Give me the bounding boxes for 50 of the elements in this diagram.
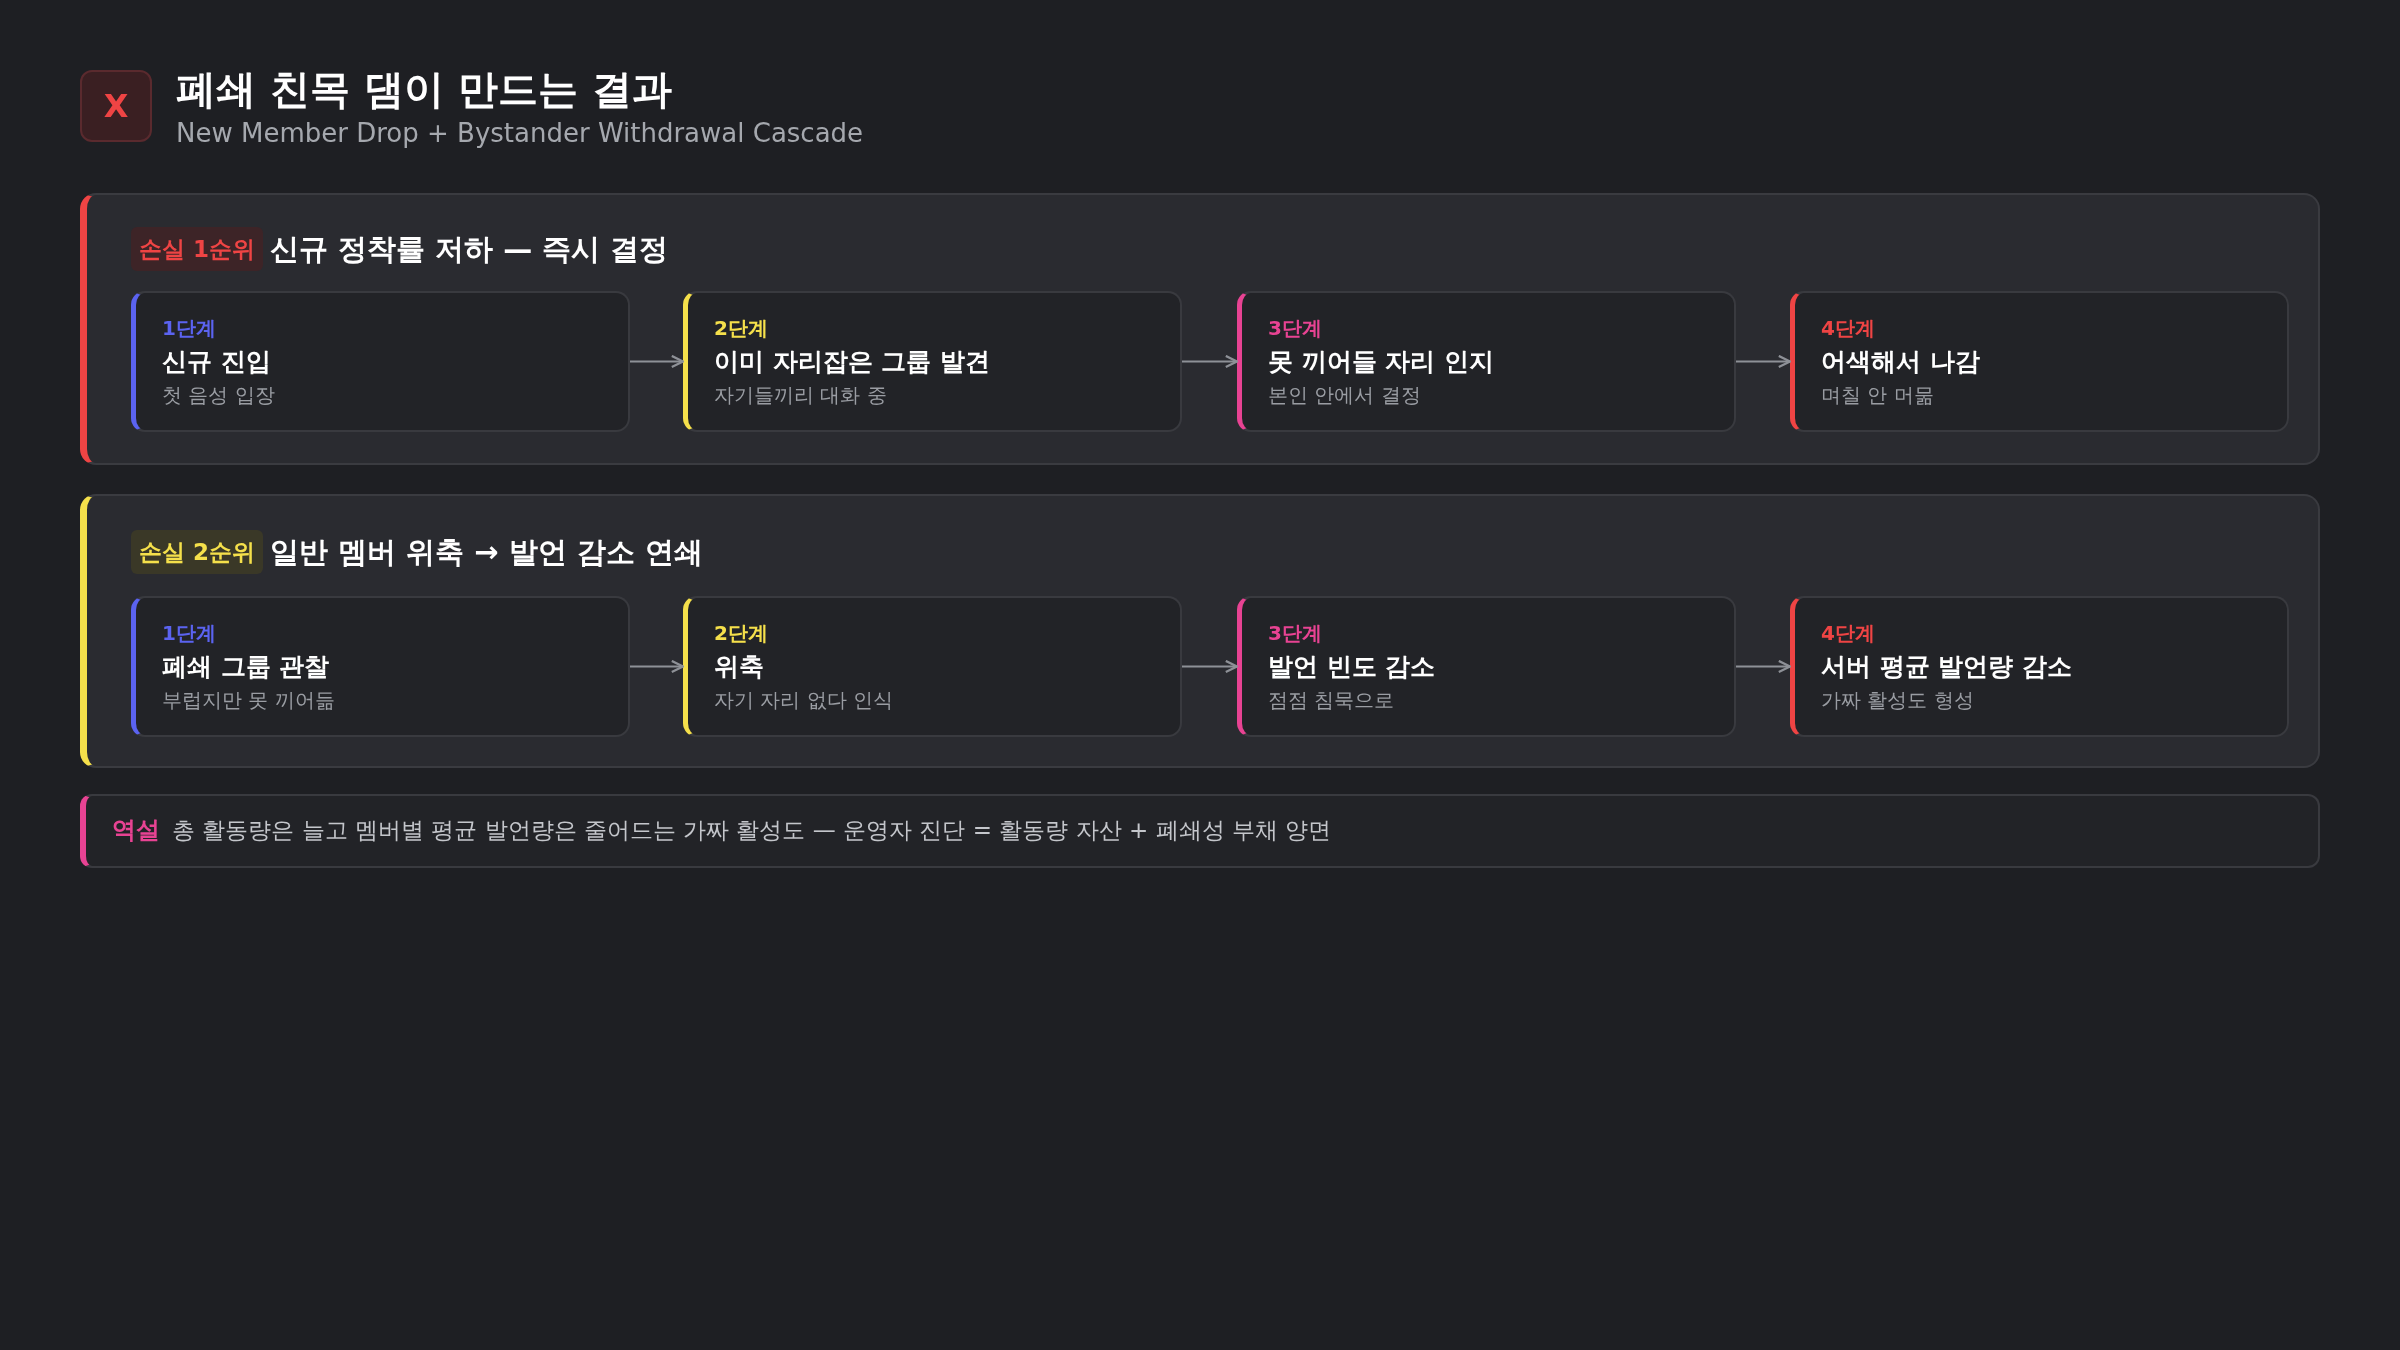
step-card	[1790, 291, 2289, 432]
step-description: 부럽지만 못 끼어듦	[162, 687, 335, 714]
subtitle: New Member Drop + Bystander Withdrawal Cascade	[176, 118, 864, 148]
step-number: 4단계	[1821, 620, 1875, 647]
step-card	[1237, 596, 1736, 737]
step-number: 3단계	[1268, 620, 1322, 647]
arrow	[1181, 354, 1239, 369]
section-panel	[80, 494, 2320, 768]
step-description: 점점 침묵으로	[1268, 687, 1395, 714]
step-title: 폐쇄 그룹 관찰	[162, 651, 330, 683]
step-number: 2단계	[714, 620, 768, 647]
section-heading: 일반 멤버 위축 → 발언 감소 연쇄	[270, 534, 703, 571]
step-card	[1790, 596, 2289, 737]
arrow	[629, 659, 685, 674]
step-description: 자기 자리 없다 인식	[714, 687, 894, 714]
step-card	[683, 596, 1182, 737]
step-number: 3단계	[1268, 315, 1322, 342]
step-number: 4단계	[1821, 315, 1875, 342]
step-description: 자기들끼리 대화 중	[714, 382, 887, 409]
step-card	[131, 596, 630, 737]
step-description: 가짜 활성도 형성	[1821, 687, 1974, 714]
title: 폐쇄 친목 댐이 만드는 결과	[176, 65, 672, 114]
priority-badge: 손실 1순위	[131, 227, 263, 271]
step-description: 며칠 안 머묾	[1821, 382, 1934, 409]
arrow	[1735, 354, 1792, 369]
priority-badge: 손실 2순위	[131, 530, 263, 574]
step-description: 첫 음성 입장	[162, 382, 275, 409]
step-description: 본인 안에서 결정	[1268, 382, 1421, 409]
step-title: 신규 진입	[162, 346, 271, 378]
step-title: 이미 자리잡은 그룹 발견	[714, 346, 991, 378]
step-number: 2단계	[714, 315, 768, 342]
step-card	[131, 291, 630, 432]
note-label: 역설	[112, 815, 160, 846]
section-panel	[80, 193, 2320, 465]
step-number: 1단계	[162, 315, 216, 342]
arrow	[629, 354, 685, 369]
arrow	[1181, 659, 1239, 674]
note-box	[80, 794, 2320, 868]
step-title: 위축	[714, 651, 764, 683]
step-card	[683, 291, 1182, 432]
note-text: 총 활동량은 늘고 멤버별 평균 발언량은 줄어드는 가짜 활성도 — 운영자 진단 = 활동량 자산 + 폐쇄성 부채 양면	[172, 816, 1332, 845]
step-card	[1237, 291, 1736, 432]
arrow	[1735, 659, 1792, 674]
section-heading: 신규 정착률 저하 — 즉시 결정	[270, 231, 669, 268]
step-title: 서버 평균 발언량 감소	[1821, 651, 2073, 683]
step-number: 1단계	[162, 620, 216, 647]
step-title: 발언 빈도 감소	[1268, 651, 1436, 683]
step-title: 못 끼어들 자리 인지	[1268, 346, 1495, 378]
step-title: 어색해서 나감	[1821, 346, 1980, 378]
icon-badge: X	[80, 70, 152, 142]
